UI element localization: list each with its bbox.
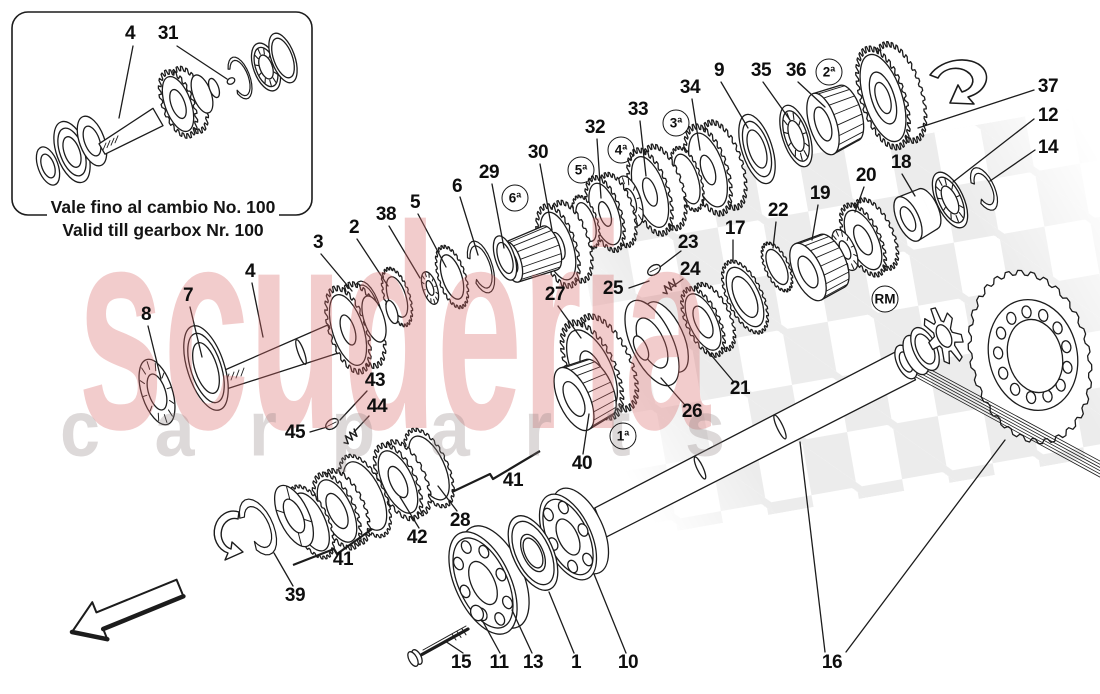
bracket-41-left xyxy=(292,528,373,567)
hub-flange-group xyxy=(407,487,610,667)
part-label-37: 37 xyxy=(1037,76,1059,97)
part-label-25: 25 xyxy=(602,278,624,299)
part-label-5: 5 xyxy=(409,192,421,213)
part-label-2: 2 xyxy=(348,217,360,238)
inset-caption-italian: Vale fino al cambio No. 100 xyxy=(14,196,312,219)
part-label-1ª: 1ª xyxy=(609,422,637,450)
lower-gear-train xyxy=(238,167,999,560)
big-direction-arrow xyxy=(69,578,186,642)
part-label-28: 28 xyxy=(449,510,471,531)
part-label-27: 27 xyxy=(544,284,566,305)
pinion-shaft xyxy=(574,307,1100,542)
part-label-22: 22 xyxy=(767,200,789,221)
part-label-RM: RM xyxy=(871,285,899,313)
part-label-4ª: 4ª xyxy=(607,136,635,164)
part-label-34: 34 xyxy=(679,77,701,98)
part-label-44: 44 xyxy=(366,396,388,417)
part-label-1: 1 xyxy=(570,652,582,673)
part-label-13: 13 xyxy=(522,652,544,673)
part-label-3ª: 3ª xyxy=(662,109,690,137)
part-label-17: 17 xyxy=(724,218,746,239)
part-label-15: 15 xyxy=(450,652,472,673)
part-label-4: 4 xyxy=(244,261,256,282)
part-label-40: 40 xyxy=(571,453,593,474)
part-label-10: 10 xyxy=(617,652,639,673)
part-label-41: 41 xyxy=(502,470,524,491)
inset-caption-english-text: Valid till gearbox Nr. 100 xyxy=(58,220,268,240)
part-label-45: 45 xyxy=(284,422,306,443)
inset-caption-english: Valid till gearbox Nr. 100 xyxy=(14,219,312,242)
part-label-12: 12 xyxy=(1037,105,1059,126)
part-label-6: 6 xyxy=(451,176,463,197)
part-label-23: 23 xyxy=(677,232,699,253)
part-label-36: 36 xyxy=(785,60,807,81)
part-label-29: 29 xyxy=(478,162,500,183)
part-label-16: 16 xyxy=(821,652,843,673)
part-label-24: 24 xyxy=(679,259,701,280)
part-label-11: 11 xyxy=(489,652,509,673)
part-label-26: 26 xyxy=(681,401,703,422)
part-label-6ª: 6ª xyxy=(501,184,529,212)
part-label-14: 14 xyxy=(1037,137,1059,158)
part-label-7: 7 xyxy=(182,285,194,306)
inset-caption: Vale fino al cambio No. 100 Valid till g… xyxy=(14,196,312,242)
crown-gear xyxy=(967,269,1093,445)
part-label-2ª: 2ª xyxy=(815,58,843,86)
part-label-9: 9 xyxy=(713,60,725,81)
part-label-33: 33 xyxy=(627,99,649,120)
part-label-38: 38 xyxy=(375,204,397,225)
part-label-8: 8 xyxy=(140,304,152,325)
part-label-39: 39 xyxy=(284,585,306,606)
part-label-19: 19 xyxy=(809,183,831,204)
bracket-41-mid xyxy=(451,450,541,493)
part-label-21: 21 xyxy=(729,378,751,399)
part-label-3: 3 xyxy=(312,232,324,253)
part-label-4: 4 xyxy=(124,23,136,44)
part-label-35: 35 xyxy=(750,60,772,81)
detent-pins-and-springs xyxy=(325,263,677,445)
part-label-32: 32 xyxy=(584,117,606,138)
part-label-30: 30 xyxy=(527,142,549,163)
part-label-20: 20 xyxy=(855,165,877,186)
part-label-43: 43 xyxy=(364,370,386,391)
part-label-18: 18 xyxy=(890,152,912,173)
rotation-arrow-top xyxy=(929,59,988,105)
inset-panel xyxy=(11,11,313,216)
part-label-42: 42 xyxy=(406,527,428,548)
part-label-41: 41 xyxy=(332,549,354,570)
part-label-31: 31 xyxy=(157,23,179,44)
leader-lines xyxy=(118,45,1036,654)
inset-caption-italian-text: Vale fino al cambio No. 100 xyxy=(46,197,280,217)
upper-gear-train xyxy=(138,40,928,426)
part-label-5ª: 5ª xyxy=(567,156,595,184)
rotation-arrow-small xyxy=(213,510,244,561)
